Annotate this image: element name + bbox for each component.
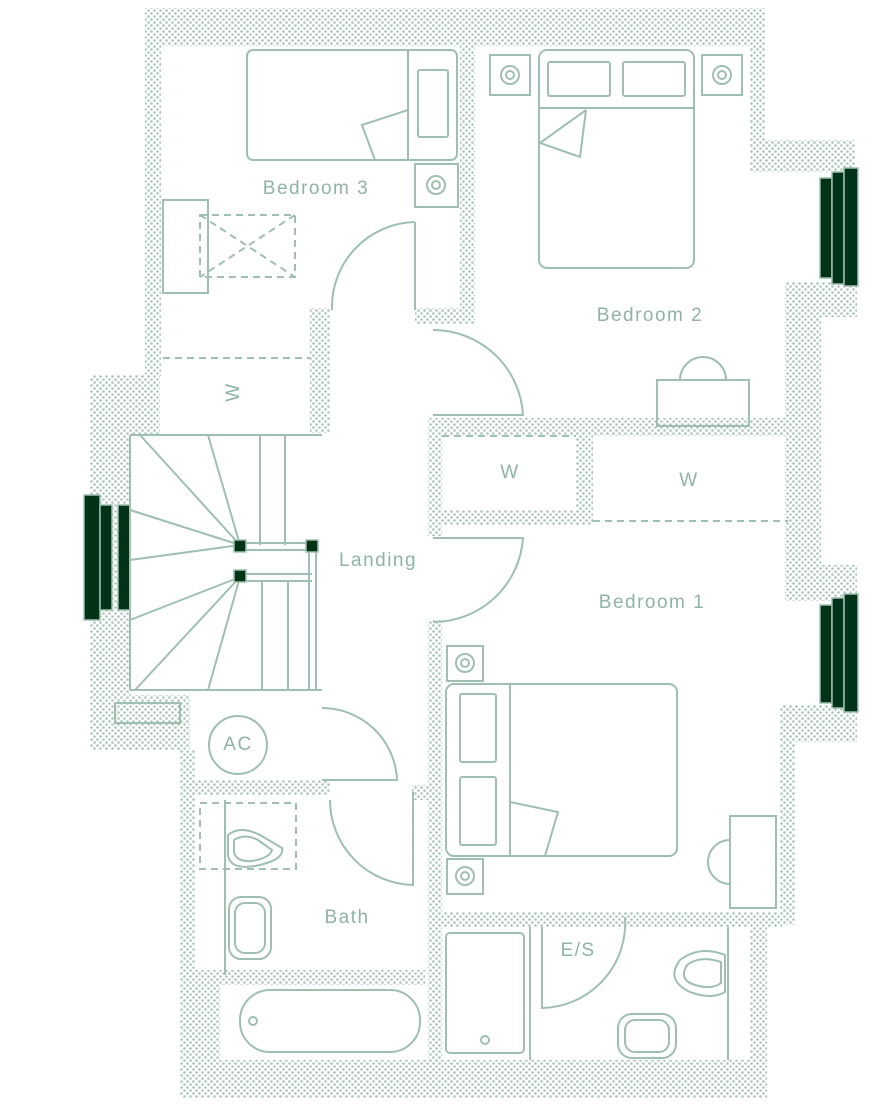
room-label-bedroom1: Bedroom 1: [598, 592, 706, 613]
stairs: [114, 434, 322, 724]
room-label-landing: Landing: [338, 550, 418, 571]
room-label-ensuite: E/S: [560, 940, 596, 961]
bedroom2-furniture: [432, 49, 788, 522]
windows: [83, 167, 859, 713]
walls: [90, 8, 857, 1098]
wardrobe-label-bed2: W: [500, 462, 520, 483]
wardrobe-label-bed1: W: [679, 470, 699, 491]
room-label-bath: Bath: [324, 907, 370, 928]
room-label-bedroom3: Bedroom 3: [262, 178, 370, 199]
airing-cupboard-label: AC: [223, 734, 253, 755]
bedroom3-furniture: [162, 49, 459, 359]
room-label-bedroom2: Bedroom 2: [596, 305, 704, 326]
bedroom1-furniture: [432, 537, 777, 909]
bath-furniture: [199, 706, 421, 1053]
ensuite-furniture: [445, 916, 729, 1060]
wardrobe-label-landing: W: [223, 382, 244, 402]
